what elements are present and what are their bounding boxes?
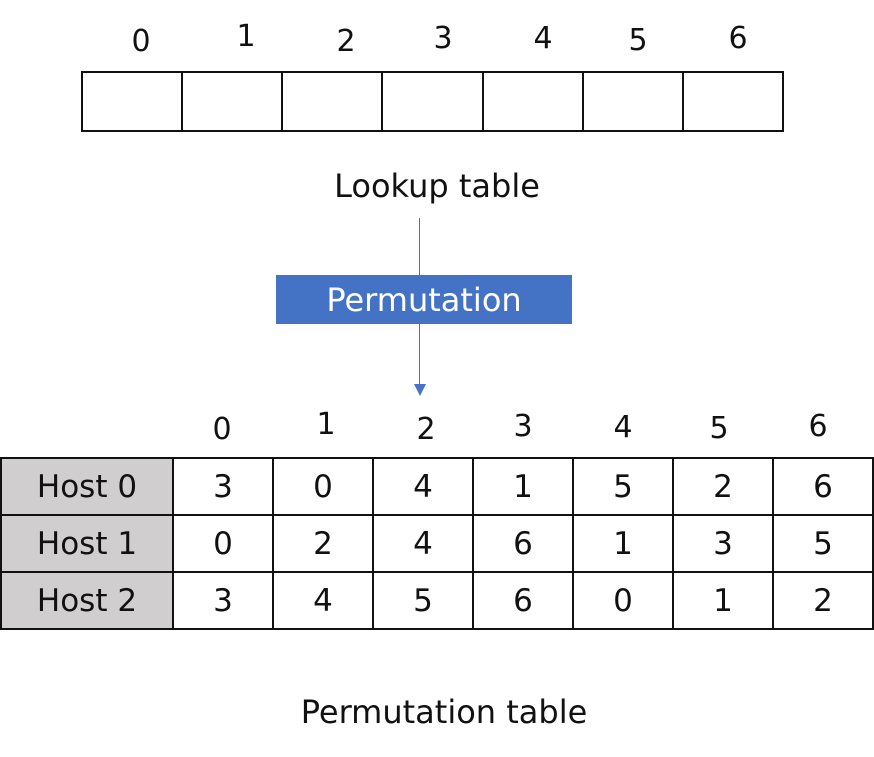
permutation-table: Host 0 3 0 4 1 5 2 6 Host 1 0 2 4 6 1 3 … xyxy=(0,457,874,630)
table-cell: 4 xyxy=(372,457,474,516)
lookup-cell xyxy=(584,73,684,130)
table-cell: 5 xyxy=(572,457,674,516)
lookup-index-4: 4 xyxy=(533,21,553,56)
table-cell: 1 xyxy=(672,571,774,630)
lookup-cell xyxy=(183,73,284,130)
perm-column-5: 5 xyxy=(709,411,729,446)
lookup-cell xyxy=(83,73,184,130)
permutation-box: Permutation xyxy=(276,275,572,324)
lookup-index-6: 6 xyxy=(728,21,748,56)
host-label: Host 2 xyxy=(0,571,174,630)
lookup-index-5: 5 xyxy=(628,23,648,58)
lookup-cell xyxy=(283,73,384,130)
permutation-table-caption: Permutation table xyxy=(300,693,588,731)
host-label: Host 0 xyxy=(0,457,174,516)
perm-column-4: 4 xyxy=(613,410,633,445)
table-row: Host 1 0 2 4 6 1 3 5 xyxy=(0,514,874,573)
arrow-line-lower xyxy=(419,324,420,386)
table-cell: 6 xyxy=(772,457,874,516)
perm-column-0: 0 xyxy=(212,412,232,447)
permutation-label: Permutation xyxy=(326,280,522,319)
table-cell: 3 xyxy=(172,457,274,516)
table-cell: 2 xyxy=(772,571,874,630)
table-cell: 6 xyxy=(472,514,574,573)
lookup-cell xyxy=(383,73,484,130)
table-cell: 0 xyxy=(172,514,274,573)
table-cell: 3 xyxy=(172,571,274,630)
table-cell: 1 xyxy=(572,514,674,573)
lookup-table xyxy=(81,71,784,132)
table-cell: 0 xyxy=(572,571,674,630)
lookup-index-0: 0 xyxy=(131,24,151,59)
perm-column-1: 1 xyxy=(316,407,336,442)
perm-column-3: 3 xyxy=(513,409,533,444)
arrow-line-upper xyxy=(419,218,420,276)
table-cell: 6 xyxy=(472,571,574,630)
table-cell: 5 xyxy=(772,514,874,573)
perm-column-2: 2 xyxy=(416,412,436,447)
lookup-index-1: 1 xyxy=(236,19,256,54)
table-cell: 0 xyxy=(272,457,374,516)
lookup-index-2: 2 xyxy=(336,24,356,59)
table-cell: 4 xyxy=(372,514,474,573)
lookup-index-3: 3 xyxy=(433,21,453,56)
table-cell: 3 xyxy=(672,514,774,573)
table-cell: 2 xyxy=(272,514,374,573)
perm-column-6: 6 xyxy=(808,409,828,444)
table-cell: 5 xyxy=(372,571,474,630)
table-cell: 4 xyxy=(272,571,374,630)
table-row: Host 0 3 0 4 1 5 2 6 xyxy=(0,457,874,516)
lookup-table-caption: Lookup table xyxy=(334,167,540,205)
host-label: Host 1 xyxy=(0,514,174,573)
table-cell: 2 xyxy=(672,457,774,516)
arrow-down-icon xyxy=(414,384,426,396)
table-row: Host 2 3 4 5 6 0 1 2 xyxy=(0,571,874,630)
lookup-cell xyxy=(484,73,584,130)
lookup-cell xyxy=(684,73,782,130)
table-cell: 1 xyxy=(472,457,574,516)
